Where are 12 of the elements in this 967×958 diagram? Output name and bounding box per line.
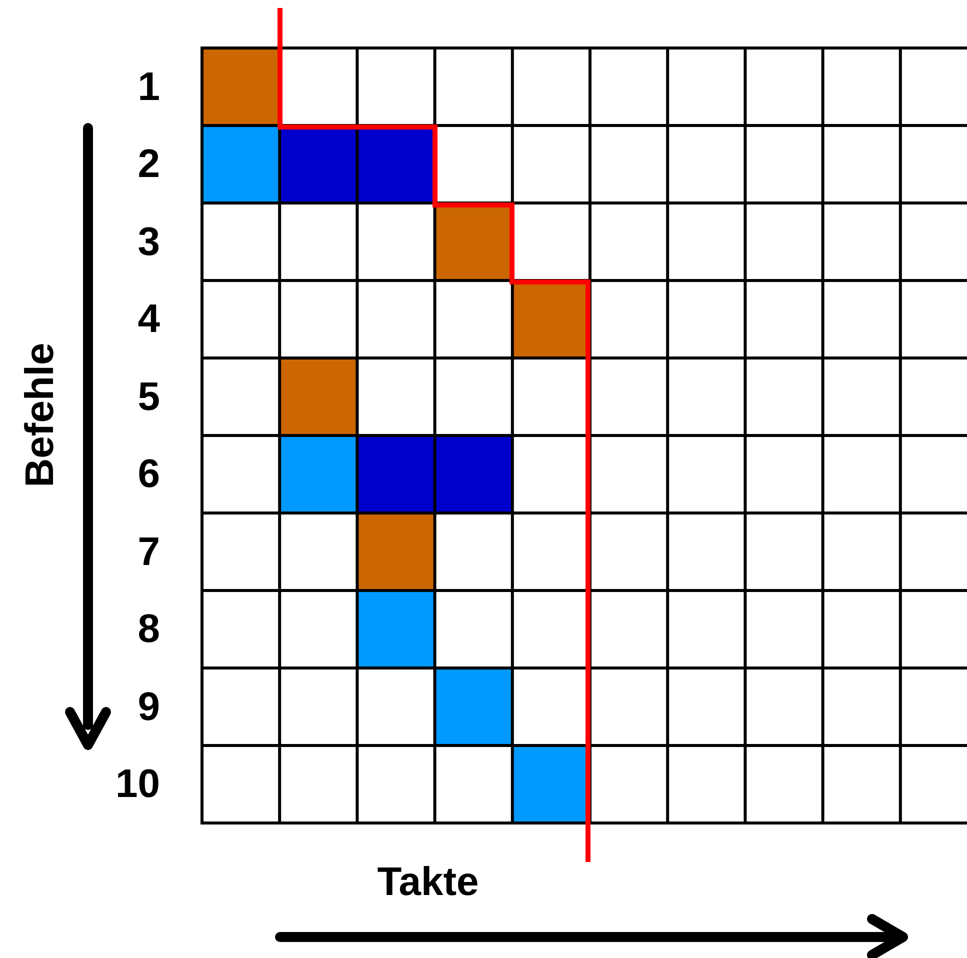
row-number: 9 [138, 686, 160, 727]
axis-label: Befehle [20, 342, 60, 488]
row-number: 4 [138, 299, 160, 340]
row-number: 10 [116, 764, 160, 804]
row-number: 7 [138, 532, 160, 572]
row-number: 8 [138, 609, 160, 650]
row-number: 3 [138, 222, 160, 262]
row-number: 6 [138, 454, 160, 494]
row-number: 1 [138, 66, 160, 107]
row-number: 2 [138, 144, 160, 184]
axis-label: Takte [377, 862, 479, 902]
row-number: 5 [138, 376, 160, 417]
